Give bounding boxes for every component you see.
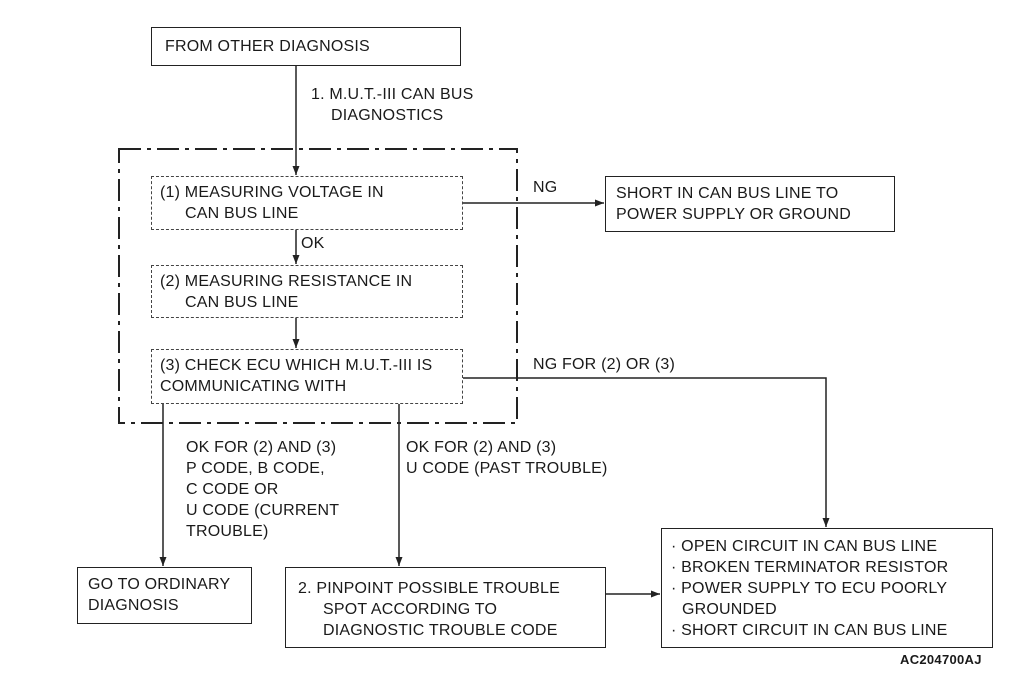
step1-line2: CAN BUS LINE: [185, 205, 299, 222]
ok-current-line: C CODE OR: [186, 481, 279, 498]
from-other-diagnosis-box: FROM OTHER DIAGNOSIS: [151, 27, 461, 66]
short-line2: POWER SUPPLY OR GROUND: [616, 206, 851, 223]
mut-line1: 1. M.U.T.-III CAN BUS: [311, 86, 474, 103]
step3-line2: COMMUNICATING WITH: [160, 378, 347, 395]
short-in-can-bus-box: SHORT IN CAN BUS LINE TO POWER SUPPLY OR…: [605, 176, 895, 232]
step3-check-ecu-box: (3) CHECK ECU WHICH M.U.T.-III IS COMMUN…: [151, 349, 463, 404]
cause-item: · BROKEN TERMINATOR RESISTOR: [671, 559, 949, 576]
possible-causes-box: · OPEN CIRCUIT IN CAN BUS LINE · BROKEN …: [661, 528, 993, 648]
ng-for-2-or-3-label: NG FOR (2) OR (3): [533, 356, 676, 373]
pinpoint-line2: SPOT ACCORDING TO: [323, 601, 498, 618]
step2-line2: CAN BUS LINE: [185, 294, 299, 311]
pinpoint-trouble-spot-box: 2. PINPOINT POSSIBLE TROUBLE SPOT ACCORD…: [285, 567, 606, 648]
arrow-step3-to-causes: [463, 377, 830, 527]
short-line1: SHORT IN CAN BUS LINE TO: [616, 185, 839, 202]
ok-current-line: P CODE, B CODE,: [186, 460, 325, 477]
step3-line1: (3) CHECK ECU WHICH M.U.T.-III IS: [160, 357, 433, 374]
cause-item: · OPEN CIRCUIT IN CAN BUS LINE: [671, 538, 938, 555]
from-other-diagnosis-text: FROM OTHER DIAGNOSIS: [165, 38, 370, 55]
cause-item-continued: GROUNDED: [682, 601, 777, 618]
ordinary-line2: DIAGNOSIS: [88, 597, 179, 614]
step2-line1: (2) MEASURING RESISTANCE IN: [160, 273, 413, 290]
ok-current-line: OK FOR (2) AND (3): [186, 439, 337, 456]
pinpoint-line3: DIAGNOSTIC TROUBLE CODE: [323, 622, 558, 639]
ok-current-line: U CODE (CURRENT: [186, 502, 340, 519]
step1-line1: (1) MEASURING VOLTAGE IN: [160, 184, 384, 201]
ok-current-line: TROUBLE): [186, 523, 269, 540]
cause-item: · POWER SUPPLY TO ECU POORLY: [671, 580, 948, 597]
ng-label: NG: [533, 179, 558, 196]
possible-causes-list: · OPEN CIRCUIT IN CAN BUS LINE · BROKEN …: [671, 536, 992, 641]
step2-resistance-box: (2) MEASURING RESISTANCE IN CAN BUS LINE: [151, 265, 463, 318]
mut-diagnostics-label: 1. M.U.T.-III CAN BUS DIAGNOSTICS: [311, 84, 473, 126]
pinpoint-line1: 2. PINPOINT POSSIBLE TROUBLE: [298, 580, 560, 597]
diagnostics-group-frame: [118, 148, 518, 424]
ok-past-trouble-label: OK FOR (2) AND (3) U CODE (PAST TROUBLE): [406, 437, 608, 479]
ok-label: OK: [301, 235, 325, 252]
ok-past-line: U CODE (PAST TROUBLE): [406, 460, 608, 477]
ok-past-line: OK FOR (2) AND (3): [406, 439, 557, 456]
ok-current-trouble-label: OK FOR (2) AND (3) P CODE, B CODE, C COD…: [186, 437, 339, 542]
cause-item: · SHORT CIRCUIT IN CAN BUS LINE: [671, 622, 948, 639]
step1-voltage-box: (1) MEASURING VOLTAGE IN CAN BUS LINE: [151, 176, 463, 230]
go-to-ordinary-diagnosis-box: GO TO ORDINARY DIAGNOSIS: [77, 567, 252, 624]
mut-line2: DIAGNOSTICS: [331, 107, 444, 124]
figure-reference-code: AC204700AJ: [900, 652, 982, 667]
ordinary-line1: GO TO ORDINARY: [88, 576, 231, 593]
